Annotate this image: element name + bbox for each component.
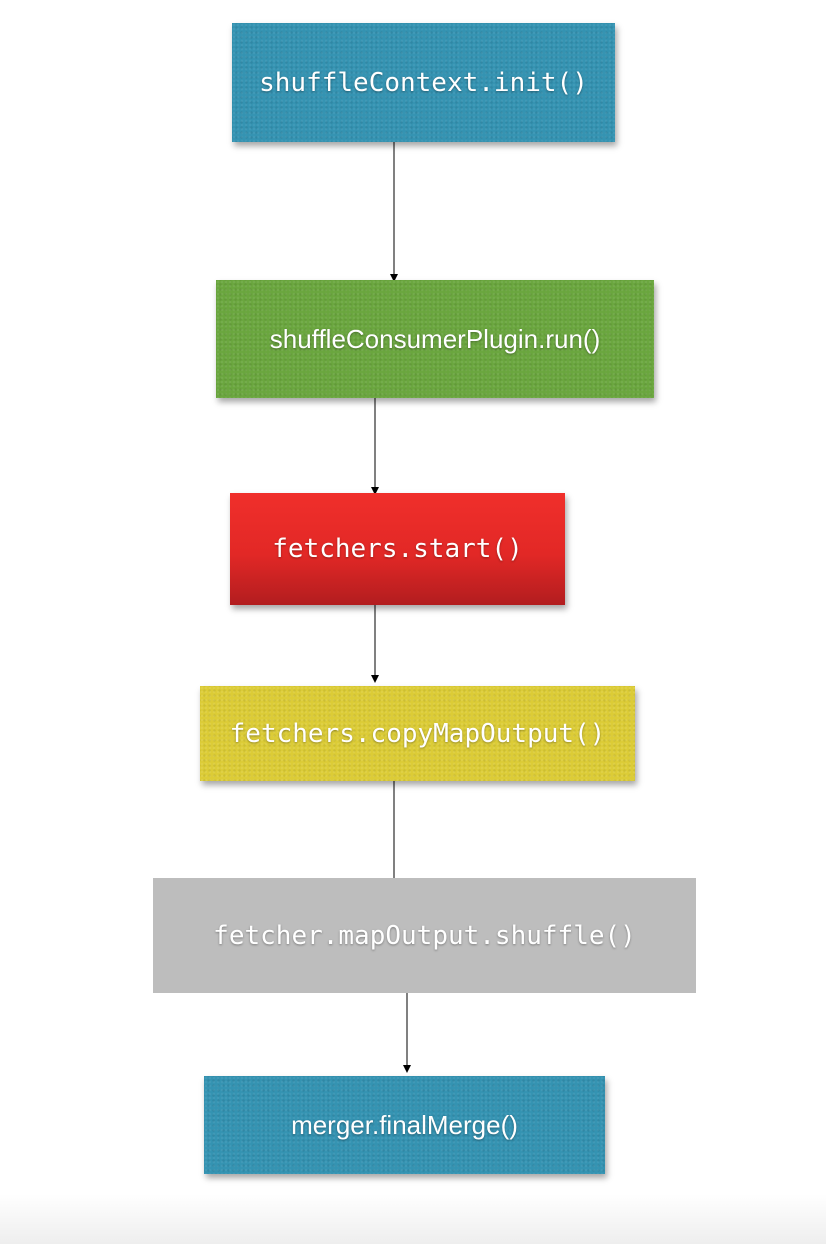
merger-final-merge-label: merger.finalMerge() xyxy=(291,1109,518,1140)
fetchers-start-node: fetchers.start() xyxy=(230,493,565,605)
shuffle-consumer-plugin-run-label: shuffleConsumerPlugin.run() xyxy=(269,323,601,354)
fetchers-copy-map-output-label: fetchers.copyMapOutput() xyxy=(229,718,606,749)
shuffle-consumer-plugin-run-node: shuffleConsumerPlugin.run() xyxy=(216,280,654,398)
merger-final-merge-node: merger.finalMerge() xyxy=(204,1076,605,1174)
fetchers-start-label: fetchers.start() xyxy=(272,534,523,564)
fetcher-map-output-shuffle-label: fetcher.mapOutput.shuffle() xyxy=(213,920,636,951)
bottom-fade xyxy=(0,1194,826,1244)
fetcher-map-output-shuffle-node: fetcher.mapOutput.shuffle() xyxy=(153,878,696,993)
shuffle-context-init-node: shuffleContext.init() xyxy=(232,23,615,142)
fetchers-copy-map-output-node: fetchers.copyMapOutput() xyxy=(200,686,635,781)
shuffle-context-init-label: shuffleContext.init() xyxy=(259,67,588,98)
